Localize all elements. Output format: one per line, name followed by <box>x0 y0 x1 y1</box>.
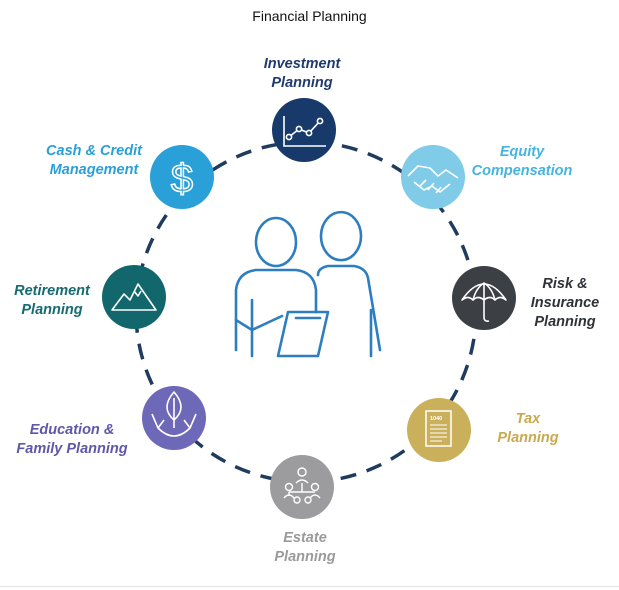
tax-form-label: 1040 <box>430 416 442 422</box>
page-title: Financial Planning <box>252 8 367 24</box>
handshake-icon <box>407 165 459 194</box>
cash-node: $ <box>150 145 214 209</box>
dollar-sign-icon: $ <box>171 157 193 201</box>
education-label: Education &Family Planning <box>16 422 128 457</box>
retirement-node <box>102 265 166 329</box>
tax-form-icon: 1040 <box>425 410 452 447</box>
risk-node <box>452 266 516 330</box>
education-node <box>142 386 206 450</box>
equity-node <box>401 145 465 209</box>
plant-hands-icon <box>151 391 197 437</box>
mountain-icon <box>111 283 157 311</box>
bottom-divider <box>0 586 619 587</box>
line-chart-icon <box>283 116 326 147</box>
advisor-client-icon <box>234 210 382 358</box>
family-tree-icon <box>283 467 321 504</box>
umbrella-icon <box>461 282 507 322</box>
estate-node <box>270 455 334 519</box>
tax-node: 1040 <box>407 398 471 462</box>
investment-node <box>272 98 336 162</box>
